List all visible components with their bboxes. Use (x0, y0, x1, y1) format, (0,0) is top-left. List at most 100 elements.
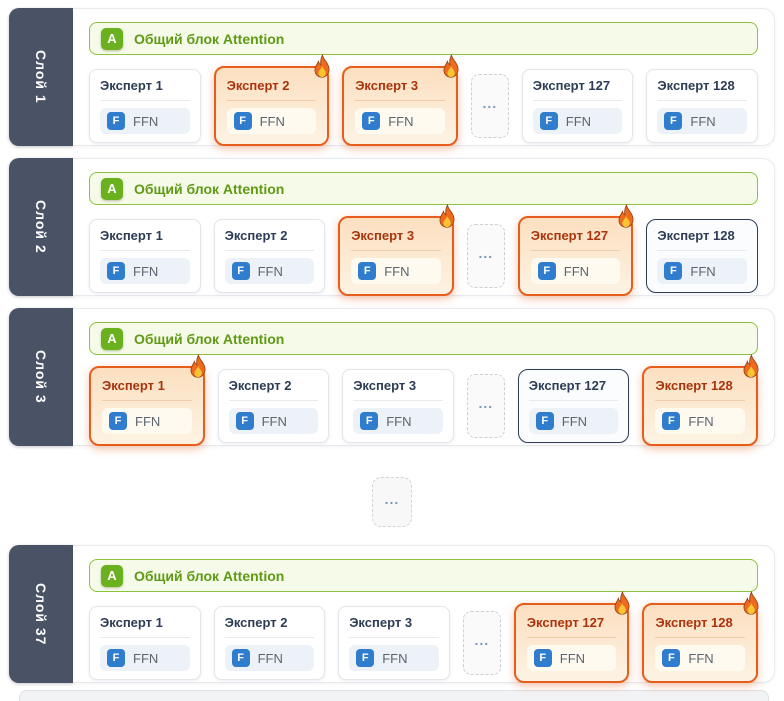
ffn-icon: F (360, 412, 379, 430)
attention-label: Общий блок Attention (134, 30, 285, 47)
expert-card: Эксперт 128 F FFN (642, 591, 759, 683)
ffn-label: FFN (257, 650, 283, 666)
ffn-icon: F (107, 112, 125, 130)
ffn-label: FFN (259, 113, 285, 129)
ffn-label: FFN (565, 113, 592, 129)
expert-card: Эксперт 3 F FFN (338, 204, 455, 296)
layer-body: A Общий блок Attention Эксперт 1 F FFN Э… (73, 158, 775, 296)
ellipsis-dots: ... (482, 95, 498, 111)
experts-ellipsis: ... (462, 611, 501, 675)
attention-block: A Общий блок Attention (89, 172, 758, 205)
expert-title: Эксперт 1 (100, 78, 190, 101)
attention-block: A Общий блок Attention (89, 559, 758, 592)
ffn-pill: F FFN (100, 258, 190, 284)
ffn-pill: F FFN (526, 645, 617, 671)
ffn-icon: F (537, 262, 556, 280)
fire-icon (618, 204, 634, 228)
ffn-pill: F FFN (226, 108, 317, 134)
ffn-icon: F (109, 412, 127, 430)
layer-row: Слой 2 A Общий блок Attention Эксперт 1 … (9, 158, 775, 296)
layer-row: Слой 37 A Общий блок Attention Эксперт 1… (9, 545, 775, 683)
expert-card: Эксперт 127 F FFN (521, 69, 634, 143)
expert-card: Эксперт 127 F FFN (513, 591, 630, 683)
ffn-icon: F (664, 112, 683, 130)
ffn-label: FFN (688, 413, 714, 429)
ellipsis-dots: ... (384, 490, 400, 507)
ffn-icon: F (356, 649, 375, 667)
ffn-pill: F FFN (532, 108, 623, 134)
expert-card: Эксперт 3 F FFN (342, 369, 454, 443)
layer-tab: Слой 2 (9, 158, 73, 296)
ffn-pill: F FFN (355, 108, 445, 134)
expert-title: Эксперт 127 (530, 228, 621, 251)
ellipsis-dots: ... (474, 632, 490, 648)
fire-icon (439, 204, 455, 228)
ffn-icon: F (664, 262, 683, 280)
fire-icon (614, 591, 630, 615)
layer-row: Слой 1 A Общий блок Attention Эксперт 1 … (9, 8, 775, 146)
expert-title: Эксперт 3 (355, 78, 445, 101)
expert-card: Эксперт 128 F FFN (646, 69, 758, 143)
expert-card: Эксперт 2 F FFN (213, 219, 326, 293)
experts-row: Эксперт 1 F FFN Эксперт 2 F FFN Эксперт … (89, 204, 758, 298)
layers-root: Слой 1 A Общий блок Attention Эксперт 1 … (9, 8, 775, 683)
ffn-label: FFN (382, 650, 408, 666)
layer-body: A Общий блок Attention Эксперт 1 F FFN Э… (73, 545, 775, 683)
attention-icon: A (101, 177, 123, 200)
experts-row: Эксперт 1 F FFN Эксперт 2 F FFN Эксперт … (89, 54, 758, 148)
expert-title: Эксперт 1 (100, 228, 190, 251)
fire-icon (743, 591, 759, 615)
ffn-icon: F (107, 262, 125, 280)
ffn-label: FFN (559, 650, 586, 666)
expert-card: Эксперт 2 F FFN (217, 369, 330, 443)
attention-block: A Общий блок Attention (89, 322, 758, 355)
ffn-label: FFN (690, 263, 716, 279)
ffn-label: FFN (135, 413, 161, 429)
fire-icon (190, 354, 206, 378)
expert-title: Эксперт 128 (657, 228, 747, 251)
expert-title: Эксперт 1 (100, 615, 190, 638)
next-section-edge (19, 690, 769, 701)
attention-icon: A (101, 27, 123, 50)
attention-block: A Общий блок Attention (89, 22, 758, 55)
experts-row: Эксперт 1 F FFN Эксперт 2 F FFN Эксперт … (89, 591, 759, 685)
expert-title: Эксперт 127 (528, 378, 619, 401)
expert-card: Эксперт 128 F FFN (646, 219, 758, 293)
expert-card: Эксперт 128 F FFN (642, 354, 759, 446)
ffn-label: FFN (563, 263, 590, 279)
layers-gap: ... (9, 458, 775, 545)
ffn-label: FFN (688, 650, 714, 666)
ffn-label: FFN (690, 113, 716, 129)
expert-card: Эксперт 1 F FFN (89, 606, 201, 680)
ffn-pill: F FFN (100, 108, 190, 134)
ffn-label: FFN (133, 263, 159, 279)
ffn-label: FFN (561, 413, 588, 429)
attention-label: Общий блок Attention (134, 330, 285, 347)
ffn-icon: F (362, 112, 381, 130)
expert-title: Эксперт 2 (224, 228, 315, 251)
layer-tab: Слой 1 (9, 8, 73, 146)
ffn-icon: F (231, 262, 250, 280)
fire-icon (443, 54, 459, 78)
expert-card: Эксперт 127 F FFN (517, 204, 634, 296)
attention-label: Общий блок Attention (134, 180, 285, 197)
expert-title: Эксперт 3 (351, 228, 441, 251)
layer-tab: Слой 3 (9, 308, 73, 446)
expert-card: Эксперт 1 F FFN (89, 219, 201, 293)
layer-row: Слой 3 A Общий блок Attention Эксперт 1 … (9, 308, 775, 446)
expert-title: Эксперт 2 (224, 615, 315, 638)
ffn-pill: F FFN (353, 408, 443, 434)
ffn-label: FFN (133, 113, 159, 129)
attention-icon: A (101, 327, 123, 350)
ffn-icon: F (535, 412, 554, 430)
ffn-label: FFN (388, 113, 414, 129)
expert-card: Эксперт 1 F FFN (89, 69, 201, 143)
ffn-pill: F FFN (100, 645, 190, 671)
experts-ellipsis: ... (466, 224, 505, 288)
ellipsis-dots: ... (478, 245, 494, 261)
ffn-pill: F FFN (102, 408, 192, 434)
ffn-icon: F (533, 649, 552, 667)
expert-title: Эксперт 128 (655, 378, 745, 401)
ffn-pill: F FFN (349, 645, 439, 671)
